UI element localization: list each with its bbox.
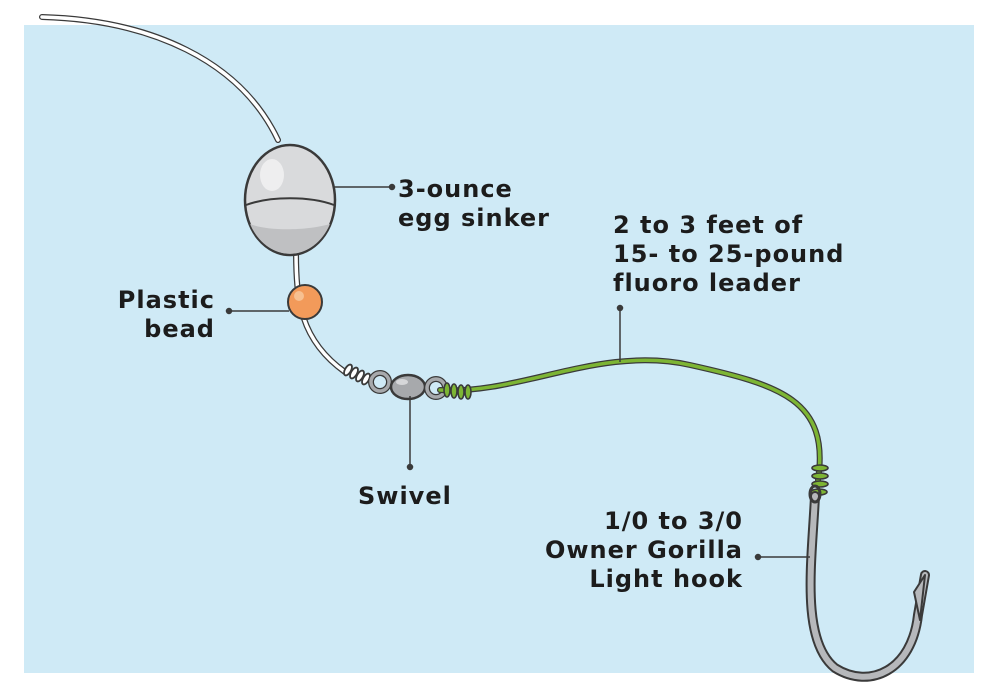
knot-wraps (343, 363, 371, 386)
hook (805, 484, 930, 682)
fluoro-leader (437, 357, 823, 483)
swivel-label-line-1: Swivel (358, 482, 452, 510)
sinker-label-line-1: 3-ounce (398, 175, 513, 203)
leader-label: 2 to 3 feet of 15- to 25-pound fluoro le… (613, 211, 844, 298)
bead-label: Plastic bead (95, 286, 215, 344)
hook-label-line-3: Light hook (589, 565, 743, 593)
main-line (39, 14, 281, 143)
bead-label-line-2: bead (144, 315, 215, 343)
hook-label-line-1: 1/0 to 3/0 (604, 507, 743, 535)
hook-label-line-2: Owner Gorilla (544, 536, 743, 564)
leader-knot-wraps (443, 382, 829, 496)
leader-label-line-1: 2 to 3 feet of (613, 211, 804, 239)
bead-label-line-1: Plastic (117, 286, 215, 314)
plastic-bead (287, 284, 323, 320)
hook-label: 1/0 to 3/0 Owner Gorilla Light hook (505, 507, 743, 594)
swivel (368, 370, 448, 401)
leader-label-line-3: fluoro leader (613, 269, 801, 297)
callout-lines (225, 183, 810, 561)
sinker-label: 3-ounce egg sinker (398, 175, 550, 233)
sinker-label-line-2: egg sinker (398, 204, 551, 232)
egg-sinker (243, 143, 337, 257)
leader-label-line-2: 15- to 25-pound (613, 240, 845, 268)
swivel-label: Swivel (358, 482, 452, 511)
